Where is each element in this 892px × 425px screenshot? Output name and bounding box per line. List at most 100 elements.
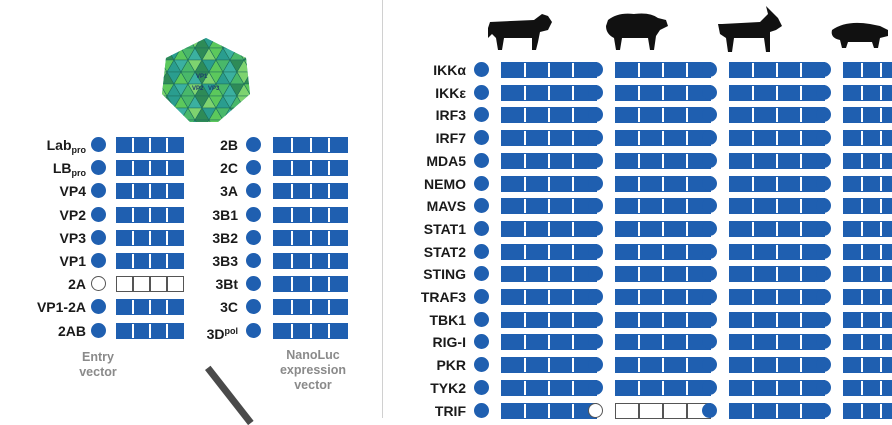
bar-cell [778, 403, 802, 418]
bar-cell [640, 131, 664, 146]
status-dot-filled [91, 253, 106, 268]
bar-cell [863, 63, 882, 77]
bar-cell [778, 63, 802, 77]
bar-cell [117, 323, 134, 338]
bar-cell [730, 85, 754, 100]
bar-cell [730, 244, 754, 259]
status-dot-filled [474, 402, 489, 418]
bar-cell [502, 153, 526, 168]
bar-cell [640, 380, 664, 395]
bar-cell [778, 108, 802, 123]
gene-label: 3B1 [178, 206, 238, 224]
gene-label: IRF7 [386, 129, 466, 147]
result-bar [729, 289, 825, 305]
status-dot-filled [246, 160, 261, 176]
bar-cell [844, 131, 863, 146]
gene-label: TRIF [386, 402, 466, 420]
bar-cell [754, 221, 778, 236]
bar-cell [502, 267, 526, 282]
bar-cell [778, 380, 802, 395]
bar-cell [778, 153, 802, 168]
gene-label-text: IRF3 [435, 107, 466, 124]
gene-label: IKKε [386, 84, 466, 102]
result-bar [615, 84, 711, 101]
virus-facet [166, 38, 182, 49]
bar-cell [151, 277, 168, 292]
bar-cell [664, 153, 688, 168]
bar-cell [134, 138, 151, 152]
virus-facet [243, 119, 250, 122]
bar-cell [292, 323, 312, 338]
virus-facet [251, 60, 256, 72]
gene-label: STAT2 [386, 243, 466, 261]
bar-cell [754, 244, 778, 259]
bar-cell [863, 335, 882, 350]
gene-label-text: IKKε [435, 84, 466, 101]
bar-cell [292, 300, 312, 315]
result-bar [273, 137, 348, 153]
gene-label-subscript: pro [71, 145, 87, 155]
bar-cell [134, 277, 151, 292]
bar-cell [134, 184, 151, 199]
status-dot-filled [816, 220, 831, 236]
virus-facet [156, 60, 160, 72]
bar-cell [134, 230, 151, 245]
gene-label-text: VP1-2A [36, 299, 86, 316]
result-bar [843, 379, 892, 396]
gene-label-text: TBK1 [429, 311, 466, 328]
virus-label-vp2: VP2 [192, 86, 204, 92]
gene-label: 3Bt [178, 275, 238, 293]
bar-cell [502, 290, 526, 304]
entry-vector-caption: Entry vector [79, 350, 117, 379]
bar-cell [844, 267, 863, 282]
virus-facet [162, 47, 168, 61]
virus-facet [173, 38, 189, 49]
bar-cell [616, 312, 640, 327]
bar-cell [844, 153, 863, 168]
status-dot-filled [816, 152, 831, 168]
bar-cell [640, 335, 664, 350]
virus-facet [162, 119, 175, 122]
bar-cell [844, 63, 863, 77]
bar-cell [730, 63, 754, 77]
virus-facet [222, 119, 238, 122]
result-bar [273, 253, 348, 269]
bar-cell [844, 176, 863, 191]
result-bar [501, 84, 597, 101]
result-bar [273, 229, 348, 246]
gene-label-text: IRF7 [435, 130, 466, 147]
goat-silhouette [718, 6, 782, 52]
status-dot-filled [816, 379, 831, 395]
gene-label: VP4 [2, 182, 86, 200]
bar-cell [550, 335, 574, 350]
bar-cell [863, 403, 882, 418]
status-dot-filled [246, 229, 261, 245]
bar-cell [844, 199, 863, 214]
bar-cell [754, 153, 778, 168]
status-dot-filled [702, 334, 717, 350]
result-bar [843, 62, 892, 78]
virus-facet [251, 48, 256, 60]
status-dot-filled [702, 357, 717, 373]
bar-cell [844, 403, 863, 418]
status-dot-filled [816, 357, 831, 373]
result-bar [615, 334, 711, 351]
bar-cell [550, 312, 574, 327]
result-bar [729, 130, 825, 147]
bar-cell [730, 312, 754, 327]
bar-cell [550, 290, 574, 304]
virus-facet [243, 95, 250, 109]
bar-cell [863, 358, 882, 373]
status-dot-filled [474, 152, 489, 168]
bar-cell [330, 138, 347, 152]
bar-cell [274, 184, 293, 199]
bar-cell [502, 131, 526, 146]
result-bar-empty [116, 276, 184, 293]
bar-cell [502, 335, 526, 350]
pig-silhouette [831, 22, 888, 48]
gene-label-text: MDA5 [426, 152, 466, 169]
result-bar [843, 152, 892, 169]
status-dot-filled [816, 402, 831, 418]
bar-cell [664, 244, 688, 259]
bar-cell [664, 108, 688, 123]
